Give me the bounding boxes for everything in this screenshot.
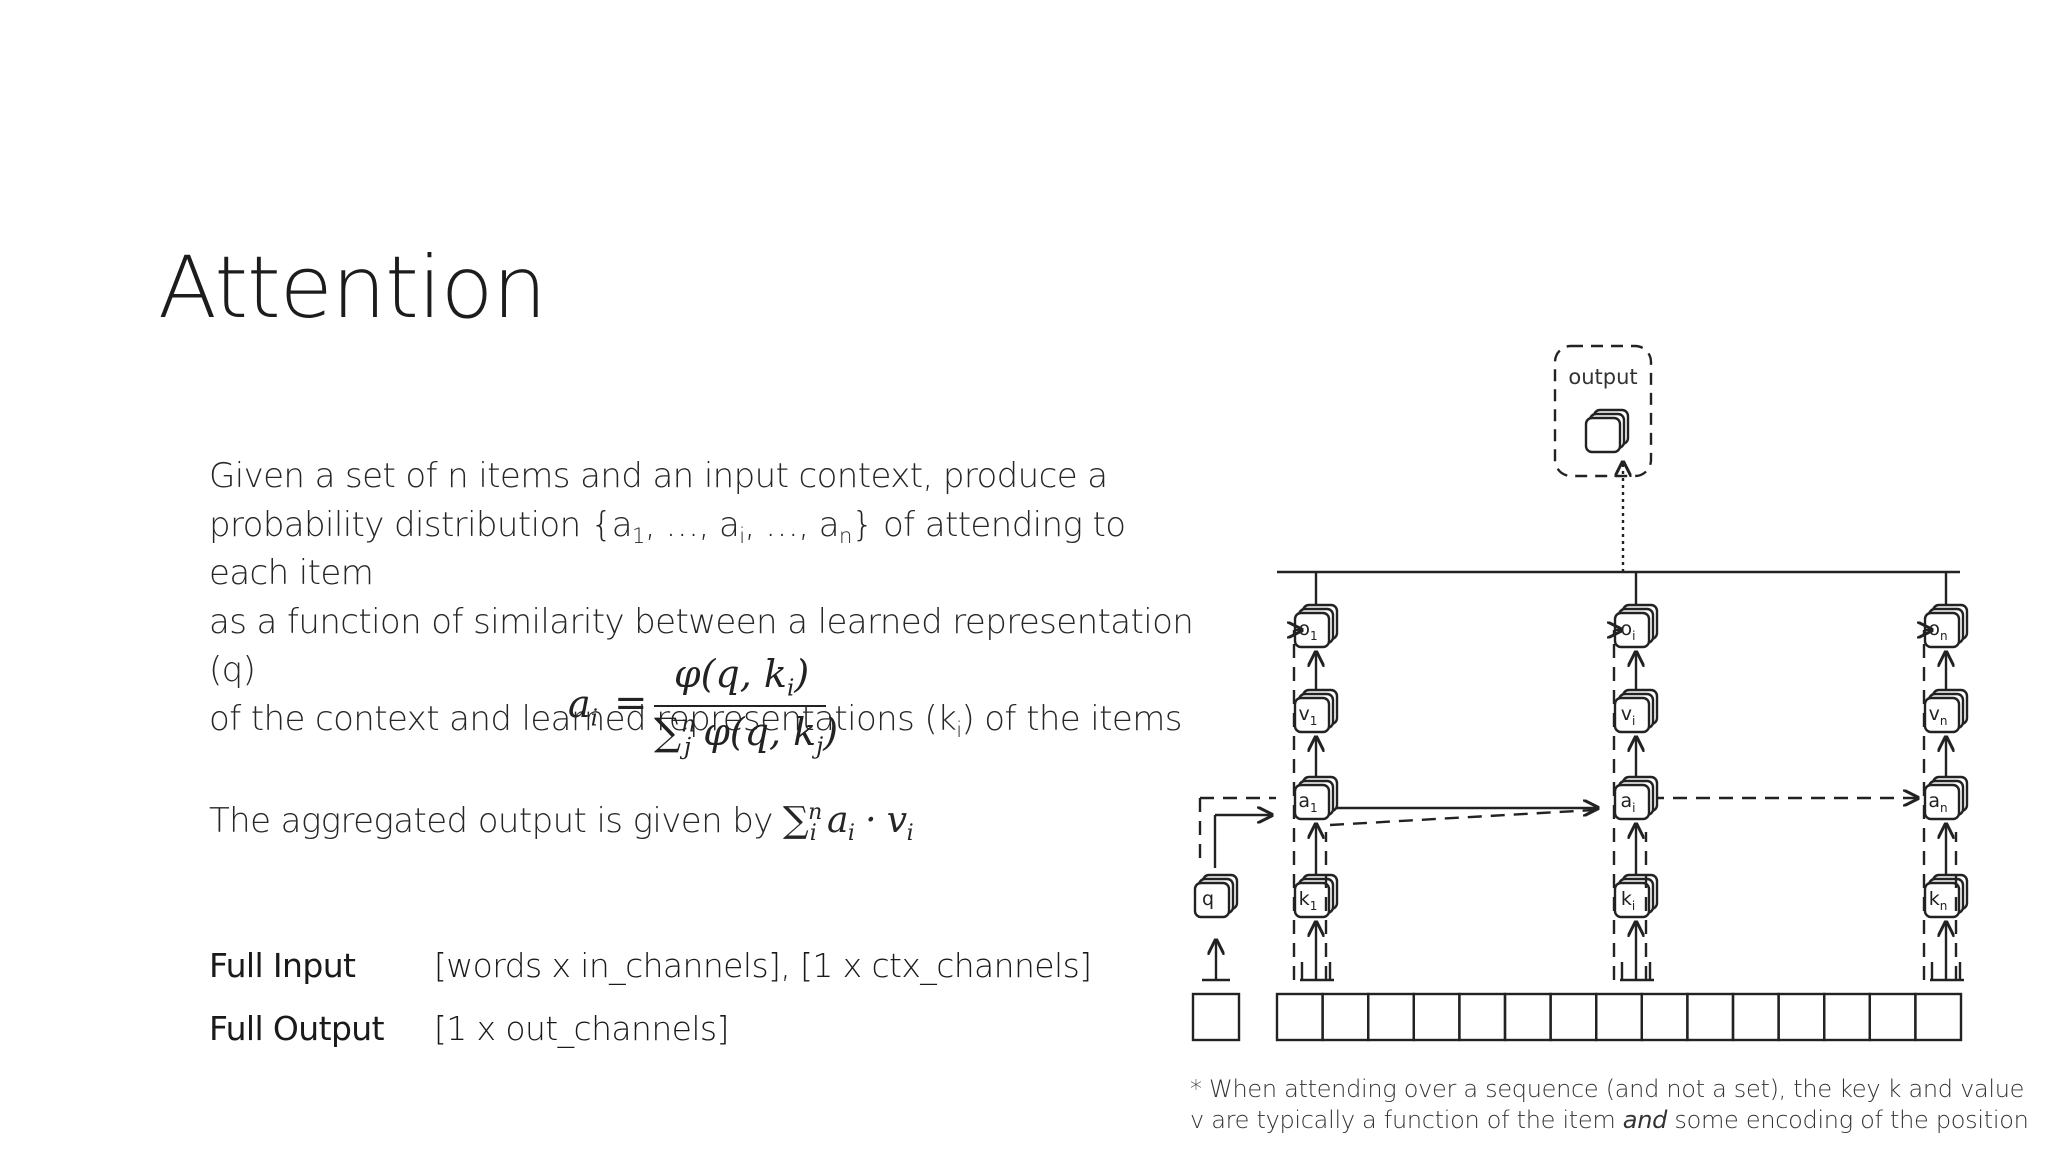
aggregate-text: The aggregated output is given by bbox=[209, 801, 783, 841]
attention-formula: ai = φ(q, ki) ∑nj φ(q, kj) bbox=[562, 652, 842, 772]
footnote: * When attending over a sequence (and no… bbox=[1190, 1074, 2029, 1136]
node-label: ki bbox=[1621, 888, 1635, 913]
node-subscript: i bbox=[1632, 714, 1635, 728]
formula-equals: = bbox=[614, 680, 648, 726]
node-subscript: 1 bbox=[1310, 714, 1318, 728]
o-stack-n: on bbox=[1923, 603, 1969, 649]
k-stack-i: ki bbox=[1613, 873, 1659, 919]
paragraph-line-2: probability distribution {a1, …, ai, …, … bbox=[209, 504, 1126, 594]
dashed-a1-ai bbox=[1329, 808, 1595, 827]
footnote-line-1: * When attending over a sequence (and no… bbox=[1190, 1075, 2025, 1103]
stack-layer bbox=[1293, 783, 1331, 821]
v-stack-n: vn bbox=[1923, 688, 1969, 734]
stack-layer bbox=[1193, 881, 1231, 919]
node-subscript: i bbox=[1632, 801, 1635, 815]
output-stack bbox=[1584, 408, 1630, 454]
sequence-item-box bbox=[1595, 992, 1644, 1042]
node-subscript: n bbox=[1940, 629, 1948, 643]
paragraph-line-1: Given a set of n items and an input cont… bbox=[209, 456, 1108, 496]
sequence-item-box bbox=[1321, 992, 1370, 1042]
a-stack-i: ai bbox=[1613, 775, 1659, 821]
formula-numerator: φ(q, ki) bbox=[674, 652, 810, 702]
formula-lhs: ai bbox=[568, 682, 599, 732]
footnote-line-2: v are typically a function of the item a… bbox=[1190, 1106, 2029, 1134]
output-label: output bbox=[1568, 365, 1637, 389]
full-input-value: [words x in_channels], [1 x ctx_channels… bbox=[434, 946, 1092, 985]
v-stack-1: v1 bbox=[1293, 688, 1339, 734]
o-stack-i: oi bbox=[1613, 603, 1659, 649]
sequence-item-box bbox=[1731, 992, 1780, 1042]
sequence-item-box bbox=[1458, 992, 1507, 1042]
node-label: vi bbox=[1621, 703, 1636, 728]
description-paragraph: Given a set of n items and an input cont… bbox=[209, 452, 1209, 743]
v-stack-i: vi bbox=[1613, 688, 1659, 734]
query-stack: q bbox=[1193, 873, 1239, 919]
sequence-item-box bbox=[1412, 992, 1461, 1042]
a-stack-1: a1 bbox=[1293, 775, 1339, 821]
attention-diagram: output q o1 v1 a1 k1 oi vi ai ki on vn an kn bbox=[1191, 344, 1969, 1042]
a-stack-n: an bbox=[1923, 775, 1969, 821]
node-subscript: n bbox=[1940, 714, 1948, 728]
node-label: ai bbox=[1621, 790, 1636, 815]
sequence-item-box bbox=[1275, 992, 1324, 1042]
sequence-item-box bbox=[1914, 992, 1963, 1042]
sequence-item-box bbox=[1686, 992, 1735, 1042]
node-subscript: 1 bbox=[1310, 629, 1318, 643]
query-input-box bbox=[1191, 992, 1241, 1042]
full-input-label: Full Input bbox=[209, 946, 356, 985]
o-stack-1: o1 bbox=[1293, 603, 1339, 649]
k-stack-n: kn bbox=[1923, 873, 1969, 919]
full-output-value: [1 x out_channels] bbox=[434, 1009, 729, 1048]
paragraph-line-4: of the context and learned representatio… bbox=[209, 698, 1182, 742]
node-label: oi bbox=[1621, 618, 1636, 643]
stack-layer bbox=[1584, 416, 1622, 454]
aggregated-output-line: The aggregated output is given by ∑ni ai… bbox=[209, 800, 914, 847]
full-output-label: Full Output bbox=[209, 1009, 385, 1048]
node-subscript: 1 bbox=[1310, 801, 1318, 815]
node-subscript: n bbox=[1940, 899, 1948, 913]
node-label: q bbox=[1202, 888, 1214, 910]
fraction-bar bbox=[654, 705, 826, 707]
sequence-item-box bbox=[1549, 992, 1598, 1042]
output-dashed-box bbox=[1553, 344, 1653, 478]
node-subscript: 1 bbox=[1310, 899, 1318, 913]
stack-layer bbox=[1923, 783, 1961, 821]
sequence-item-box bbox=[1640, 992, 1689, 1042]
node-subscript: i bbox=[1632, 629, 1635, 643]
sequence-item-box bbox=[1366, 992, 1415, 1042]
node-subscript: i bbox=[1632, 899, 1635, 913]
sequence-item-box bbox=[1777, 992, 1826, 1042]
slide-title: Attention bbox=[158, 238, 547, 338]
formula-denominator: ∑nj φ(q, kj) bbox=[654, 710, 839, 760]
sequence-item-box bbox=[1868, 992, 1917, 1042]
sequence-item-box bbox=[1823, 992, 1872, 1042]
paragraph-line-3: as a function of similarity between a le… bbox=[209, 601, 1194, 691]
stack-layer bbox=[1613, 783, 1651, 821]
aggregate-formula: ∑ni ai · vi bbox=[783, 800, 914, 847]
k-stack-1: k1 bbox=[1293, 873, 1339, 919]
node-subscript: n bbox=[1940, 801, 1948, 815]
sequence-item-box bbox=[1503, 992, 1552, 1042]
